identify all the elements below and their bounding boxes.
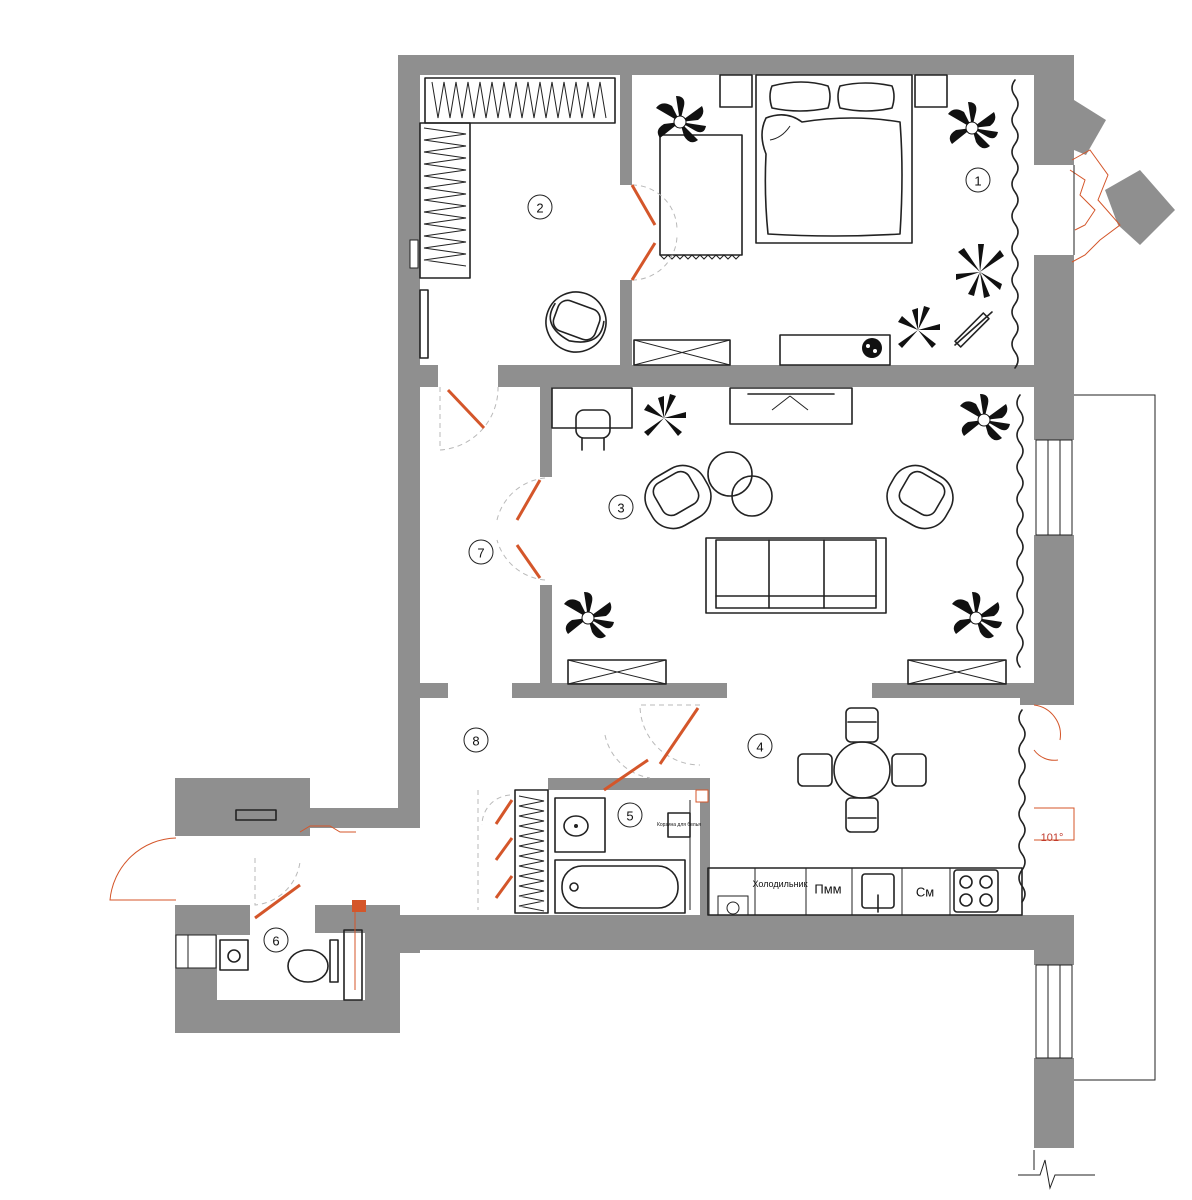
- balcony-angle-label: 101°: [1041, 832, 1064, 844]
- plant-living-1: [644, 394, 686, 436]
- armchair-closet: [545, 291, 607, 353]
- room-number-3: 3: [608, 494, 634, 520]
- windows: [175, 439, 1073, 1059]
- room-number-8: 8: [463, 727, 489, 753]
- balcony: 101°: [1018, 394, 1156, 1190]
- laundry-basket-label: Корзина для белья: [657, 822, 701, 828]
- svg-text:8: 8: [472, 734, 479, 749]
- desk: [551, 387, 633, 451]
- wc-fixtures: [219, 809, 366, 1001]
- dining-set: [797, 707, 927, 833]
- room-number-6: 6: [263, 927, 289, 953]
- room-number-4: 4: [747, 733, 773, 759]
- bay-window: [1069, 149, 1121, 263]
- sofa: [705, 537, 887, 614]
- tv-console: [729, 387, 853, 425]
- svg-text:2: 2: [536, 201, 543, 216]
- svg-text:7: 7: [477, 546, 484, 561]
- plant-living-3: [564, 592, 614, 639]
- living-radiators: [567, 659, 1007, 685]
- svg-text:4: 4: [756, 740, 763, 755]
- washer-label: См: [916, 885, 934, 900]
- room-number-7: 7: [468, 539, 494, 565]
- bed: [755, 74, 913, 244]
- hall-wardrobe: [514, 789, 549, 914]
- room-number-5: 5: [617, 802, 643, 828]
- walls: [175, 55, 1175, 1148]
- dishwasher-label: Пмм: [814, 882, 841, 897]
- plant-bedroom-4: [898, 306, 940, 348]
- plant-bedroom-1: [656, 96, 706, 143]
- svg-text:3: 3: [617, 501, 624, 516]
- bathroom-fixtures: [554, 789, 709, 914]
- svg-text:5: 5: [626, 809, 633, 824]
- doors: [109, 184, 1061, 920]
- plant-bedroom-3: [956, 244, 1004, 298]
- coffee-tables: [707, 451, 773, 517]
- plant-bedroom-5: [862, 338, 882, 358]
- plants: [564, 96, 1010, 639]
- room-number-2: 2: [527, 194, 553, 220]
- bedroom-tv: [954, 311, 993, 348]
- curtains: [1011, 79, 1026, 903]
- svg-text:6: 6: [272, 934, 279, 949]
- bedroom-dresser: [633, 334, 891, 366]
- armchair-right: [886, 464, 954, 530]
- bedroom-rug: [659, 134, 743, 260]
- plant-living-4: [952, 592, 1002, 639]
- room-number-1: 1: [965, 167, 991, 193]
- wardrobe: [409, 77, 616, 359]
- kitchen-counter: [707, 867, 1023, 916]
- fridge-label: Холодильник: [752, 879, 807, 889]
- nightstands: [719, 74, 948, 108]
- armchair-left: [644, 464, 712, 530]
- plant-bedroom-2: [948, 102, 998, 149]
- svg-text:1: 1: [974, 174, 981, 189]
- plant-living-2: [960, 394, 1010, 441]
